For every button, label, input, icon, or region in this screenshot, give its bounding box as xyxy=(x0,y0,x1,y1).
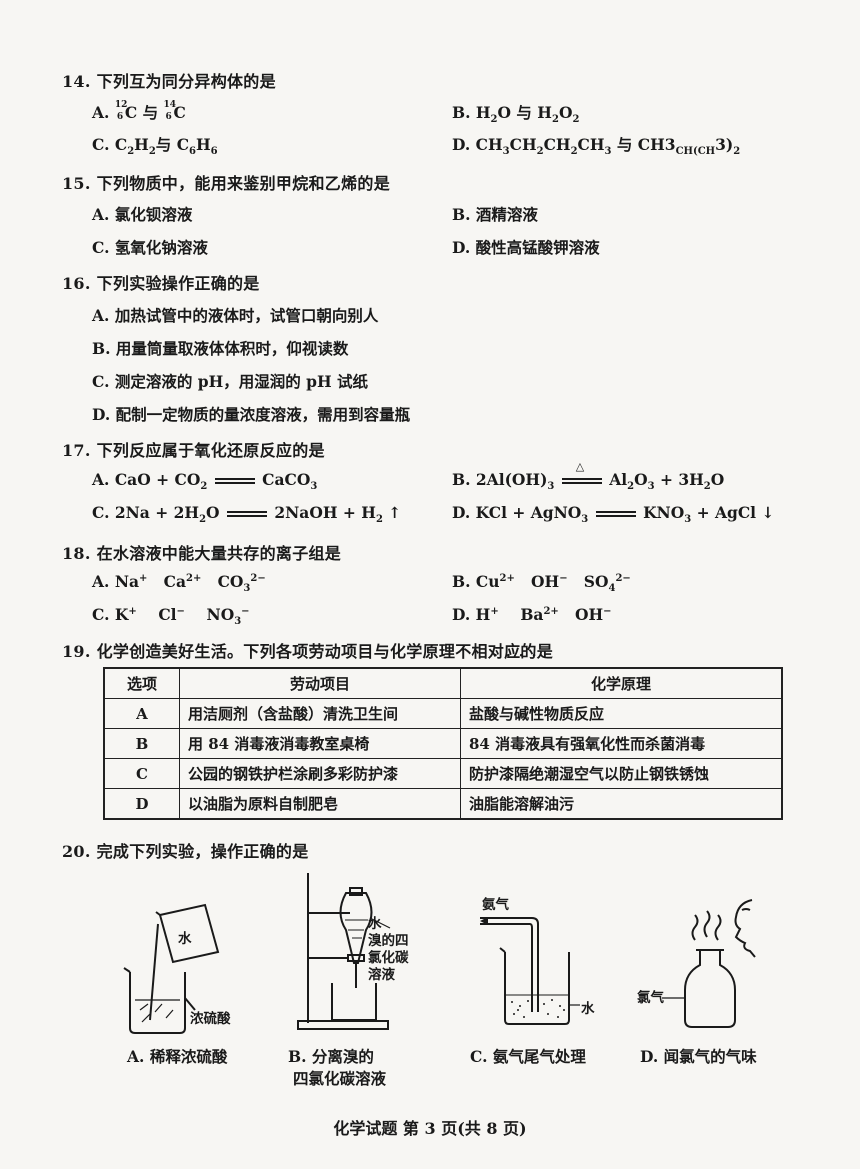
figure-c-water-label: 水 xyxy=(581,1001,595,1017)
q16-stem: 16. 下列实验操作正确的是 xyxy=(62,274,260,293)
figure-c-ammonia-absorption xyxy=(480,917,580,1025)
q18-option-d: D. H+ Ba2+ OH− xyxy=(452,605,612,624)
table-cell: A xyxy=(103,698,180,729)
q17-option-c: C. 2Na + 2H2O 2NaOH + H2 ↑ xyxy=(92,503,402,526)
table-cell: 盐酸与碱性物质反应 xyxy=(460,698,783,729)
page-footer: 化学试题 第 3 页(共 8 页) xyxy=(333,1119,527,1138)
table-cell: 以油脂为原料自制肥皂 xyxy=(179,788,461,820)
figure-b-separatory-funnel xyxy=(297,873,391,1030)
table-row: A 用洁厕剂（含盐酸）清洗卫生间 盐酸与碱性物质反应 xyxy=(103,698,783,729)
q14-stem: 14. 下列互为同分异构体的是 xyxy=(62,72,276,91)
table-cell: D xyxy=(103,788,180,820)
q17-option-a: A. CaO + CO2 CaCO3 xyxy=(92,470,318,493)
q17-stem: 17. 下列反应属于氧化还原反应的是 xyxy=(62,441,325,460)
equals-arrow xyxy=(595,507,636,521)
figure-b-caption: B. 分离溴的 xyxy=(288,1047,374,1066)
figure-d-gas-label: 氯气 xyxy=(637,990,664,1006)
figure-a-acid-label: 浓硫酸 xyxy=(190,1011,231,1027)
figure-a-caption: A. 稀释浓硫酸 xyxy=(127,1047,228,1066)
figure-a-water-label: 水 xyxy=(178,931,192,947)
q17-option-b: B. 2Al(OH)3 △ Al2O3 + 3H2O xyxy=(452,460,725,493)
table-header: 劳动项目 xyxy=(179,667,461,699)
q15-option-c: C. 氢氧化钠溶液 xyxy=(92,238,208,257)
equals-arrow xyxy=(214,474,255,488)
table-row: C 公园的钢铁护栏涂刷多彩防护漆 防护漆隔绝潮湿空气以防止钢铁锈蚀 xyxy=(103,758,783,789)
table-cell: 用洁厕剂（含盐酸）清洗卫生间 xyxy=(179,698,461,729)
q18-option-b: B. Cu2+ OH− SO42− xyxy=(452,572,631,595)
table-cell: 公园的钢铁护栏涂刷多彩防护漆 xyxy=(179,758,461,789)
q14-option-c: C. C2H2与 C6H6 xyxy=(92,135,218,158)
q16-option-a: A. 加热试管中的液体时，试管口朝向别人 xyxy=(92,306,379,325)
table-header: 化学原理 xyxy=(460,667,783,699)
emphasis-dots: ···· xyxy=(493,648,545,664)
q15-option-d: D. 酸性高锰酸钾溶液 xyxy=(452,238,600,257)
figure-d-caption: D. 闻氯气的气味 xyxy=(640,1047,757,1066)
table-row: D 以油脂为原料自制肥皂 油脂能溶解油污 xyxy=(103,788,783,820)
table-row: B 用 84 消毒液消毒教室桌椅 84 消毒液具有强氧化性而杀菌消毒 xyxy=(103,728,783,759)
table-cell: 油脂能溶解油污 xyxy=(460,788,783,820)
q17-option-d: D. KCl + AgNO3 KNO3 + AgCl ↓ xyxy=(452,503,775,526)
q18-option-c: C. K+ Cl− NO3− xyxy=(92,605,250,628)
q15-option-b: B. 酒精溶液 xyxy=(452,205,538,224)
figure-b-caption-line2: 四氯化碳溶液 xyxy=(293,1069,387,1088)
q14-option-b: B. H2O 与 H2O2 xyxy=(452,103,580,126)
q19-table: 选项 劳动项目 化学原理 A 用洁厕剂（含盐酸）清洗卫生间 盐酸与碱性物质反应 … xyxy=(103,667,783,820)
table-cell: 84 消毒液具有强氧化性而杀菌消毒 xyxy=(460,728,783,759)
q18-stem: 18. 在水溶液中能大量共存的离子组是 xyxy=(62,544,342,563)
table-cell: B xyxy=(103,728,180,759)
q20-stem: 20. 完成下列实验，操作正确的是 xyxy=(62,842,309,861)
q16-option-b: B. 用量筒量取液体体积时，仰视读数 xyxy=(92,339,349,358)
figure-a-diluting-acid xyxy=(123,903,220,1034)
q15-option-a: A. 氯化钡溶液 xyxy=(92,205,193,224)
table-cell: C xyxy=(103,758,180,789)
q16-option-c: C. 测定溶液的 pH，用湿润的 pH 试纸 xyxy=(92,372,369,391)
figure-c-gas-label: 氨气 xyxy=(482,897,509,913)
table-header: 选项 xyxy=(103,667,180,699)
heat-arrow: △ xyxy=(561,460,602,488)
table-header-row: 选项 劳动项目 化学原理 xyxy=(103,667,783,699)
table-cell: 用 84 消毒液消毒教室桌椅 xyxy=(179,728,461,759)
q16-option-d: D. 配制一定物质的量浓度溶液，需用到容量瓶 xyxy=(92,405,411,424)
q15-stem: 15. 下列物质中，能用来鉴别甲烷和乙烯的是 xyxy=(62,174,391,193)
equals-arrow xyxy=(226,507,267,521)
figure-c-caption: C. 氨气尾气处理 xyxy=(470,1047,586,1066)
q19-stem: 19. 化学创造美好生活。下列各项劳动项目与化学原理不相对应的是 xyxy=(62,642,554,661)
figure-b-liquid-label: 水 溴的四 氯化碳 溶液 xyxy=(368,916,409,983)
q18-option-a: A. Na+ Ca2+ CO32− xyxy=(92,572,266,595)
q14-option-d: D. CH3CH2CH2CH3 与 CH3CH(CH3)2 xyxy=(452,135,741,158)
figure-d-smelling-chlorine xyxy=(662,899,756,1028)
table-cell: 防护漆隔绝潮湿空气以防止钢铁锈蚀 xyxy=(460,758,783,789)
